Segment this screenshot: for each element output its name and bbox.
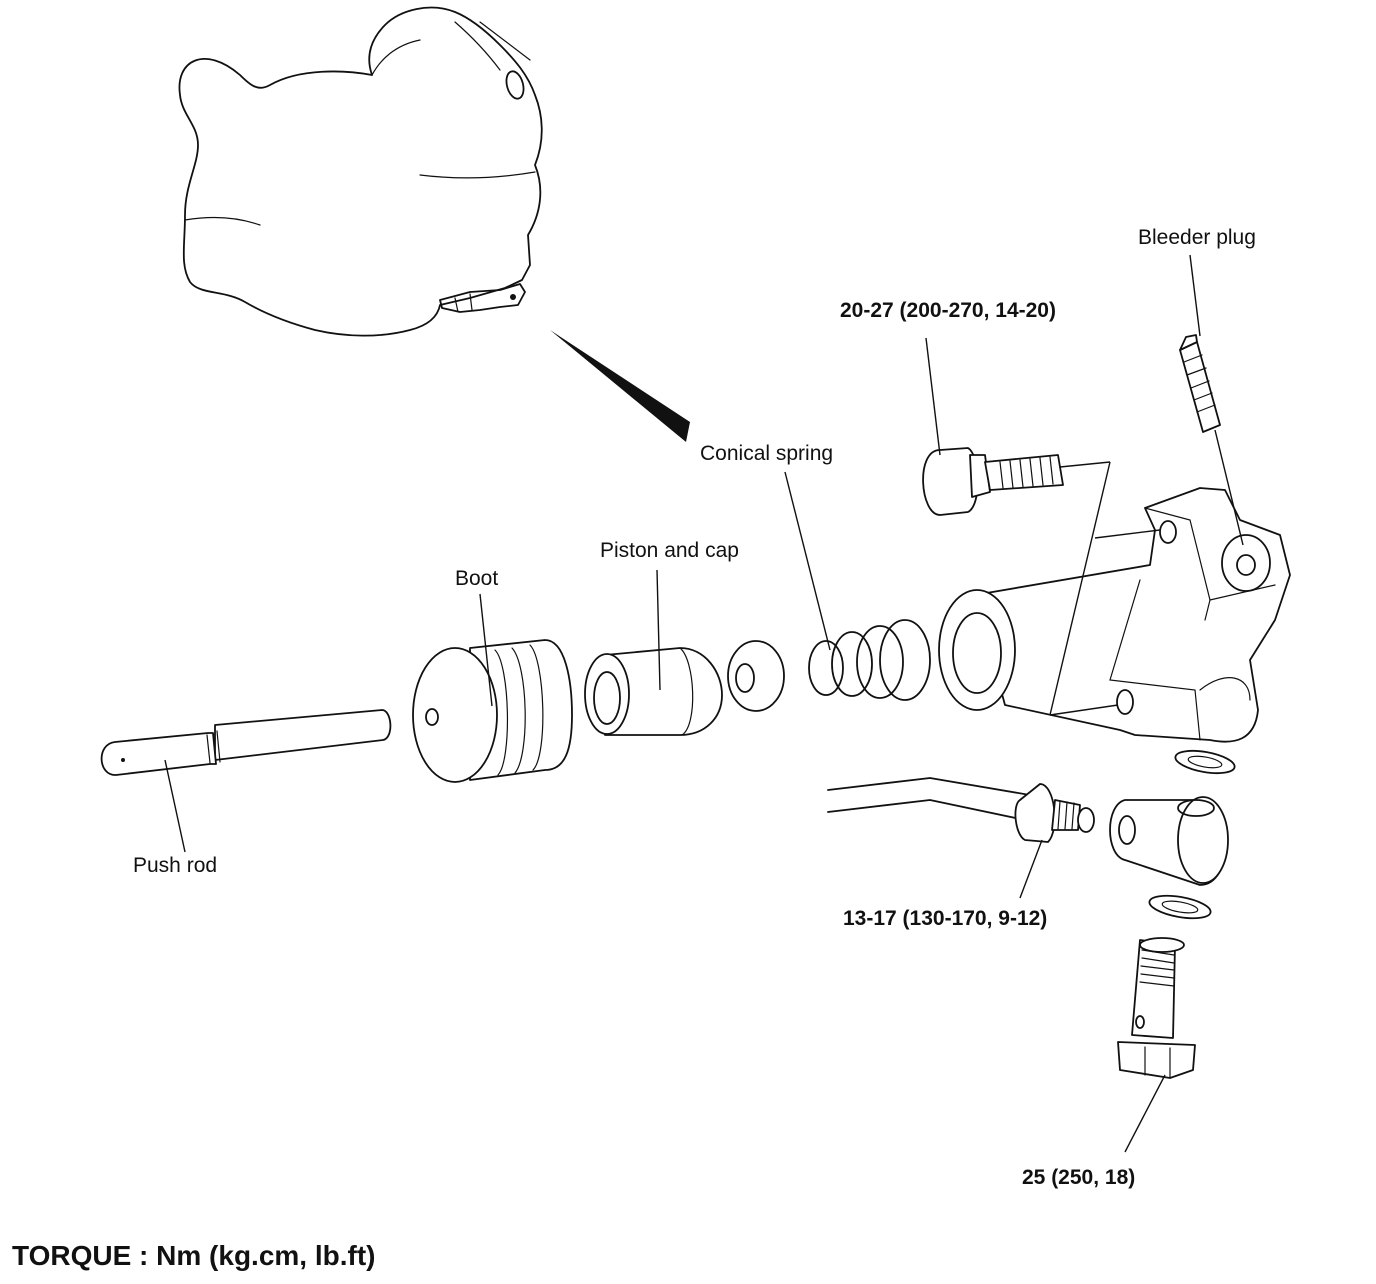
bleeder-plug-part xyxy=(1179,334,1221,433)
boot-label: Boot xyxy=(455,567,499,590)
upper-washer xyxy=(1174,749,1236,775)
eye-bolt xyxy=(1117,937,1196,1079)
lower-washer xyxy=(1148,894,1212,920)
transmission-housing xyxy=(178,6,543,337)
torque-units-caption: TORQUE : Nm (kg.cm, lb.ft) xyxy=(12,1240,376,1271)
conical-spring-part xyxy=(808,619,931,701)
hydraulic-line xyxy=(827,777,1095,843)
leader-lines xyxy=(164,254,1244,1153)
push-rod xyxy=(100,709,392,776)
eye-bolt-torque-label: 25 (250, 18) xyxy=(1022,1166,1136,1189)
bolt-torque-label: 20-27 (200-270, 14-20) xyxy=(840,299,1056,322)
cylinder-body xyxy=(938,487,1291,743)
location-pointer xyxy=(550,330,690,442)
boot-part xyxy=(412,639,573,783)
push-rod-label: Push rod xyxy=(133,854,218,877)
conical-spring-label: Conical spring xyxy=(700,442,834,465)
flare-nut-torque-label: 13-17 (130-170, 9-12) xyxy=(843,907,1048,930)
banjo-fitting xyxy=(1109,796,1229,886)
piston-and-cap-part xyxy=(584,640,785,736)
piston-and-cap-label: Piston and cap xyxy=(600,539,739,562)
bleeder-plug-label: Bleeder plug xyxy=(1138,226,1256,249)
mounting-bolt xyxy=(922,447,1064,516)
